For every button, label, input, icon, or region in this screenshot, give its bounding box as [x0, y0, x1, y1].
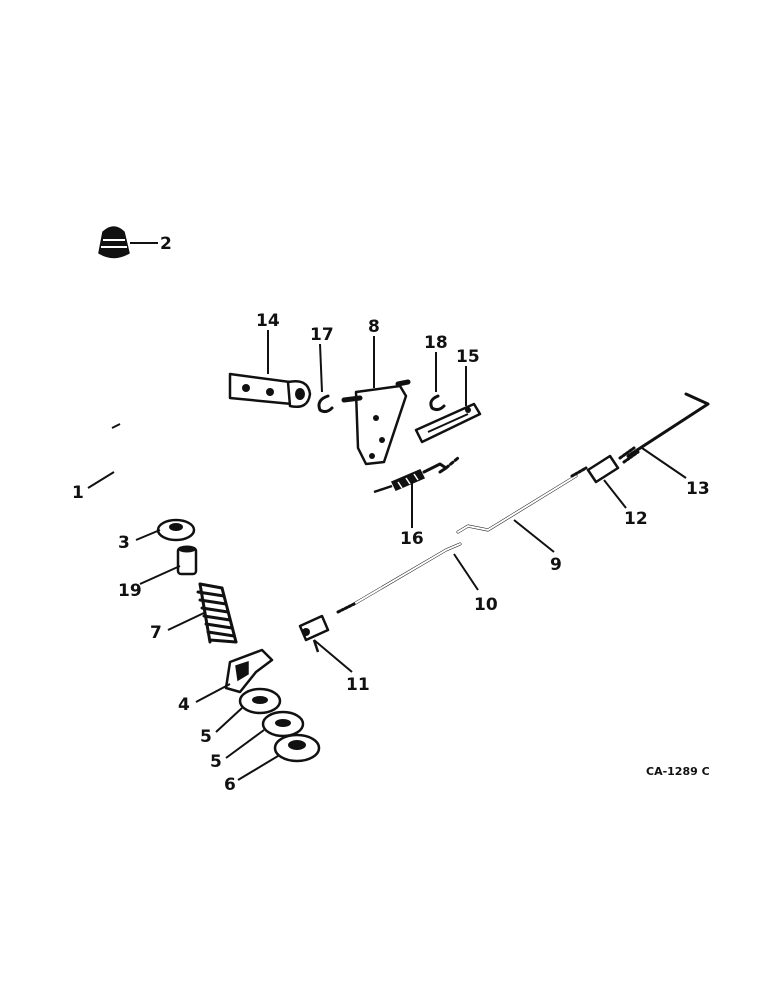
callout-16: 16 — [400, 529, 424, 549]
leader-lines — [87, 242, 687, 781]
reference-code: CA-1289 C — [646, 765, 710, 778]
lever-rod-part — [78, 264, 154, 500]
bracket-part — [224, 648, 274, 694]
sleeve-part — [176, 545, 198, 576]
coupler-part — [586, 454, 620, 484]
callout-18: 18 — [424, 333, 448, 353]
rod-part — [456, 466, 588, 534]
mount-bracket-part — [228, 372, 312, 408]
callout-5a: 5 — [200, 727, 212, 747]
callout-4: 4 — [178, 695, 190, 715]
knob-part — [98, 226, 130, 259]
rod-part — [336, 542, 462, 614]
callout-10: 10 — [474, 595, 498, 615]
washer-part — [238, 687, 282, 715]
callout-14: 14 — [256, 311, 280, 331]
washer-part — [261, 710, 305, 738]
link-part — [414, 402, 482, 444]
callout-19: 19 — [118, 581, 142, 601]
callout-17: 17 — [310, 325, 334, 345]
callout-5b: 5 — [210, 752, 222, 772]
callout-13: 13 — [686, 479, 710, 499]
spring-rod-part — [373, 456, 460, 494]
clevis-part — [298, 614, 330, 653]
callout-7: 7 — [150, 623, 162, 643]
callout-1: 1 — [72, 483, 84, 503]
callout-9: 9 — [550, 555, 562, 575]
nut-part — [156, 518, 196, 542]
callout-8: 8 — [368, 317, 380, 337]
callout-11: 11 — [346, 675, 370, 695]
callout-12: 12 — [624, 509, 648, 529]
clip-part — [317, 394, 334, 414]
plate-part — [341, 379, 411, 466]
callout-15: 15 — [456, 347, 480, 367]
cap-part — [273, 733, 321, 763]
callout-3: 3 — [118, 533, 130, 553]
clip-part — [429, 394, 446, 412]
callout-6: 6 — [224, 775, 236, 795]
hook-rod-part — [618, 392, 710, 464]
callout-2: 2 — [160, 234, 172, 254]
